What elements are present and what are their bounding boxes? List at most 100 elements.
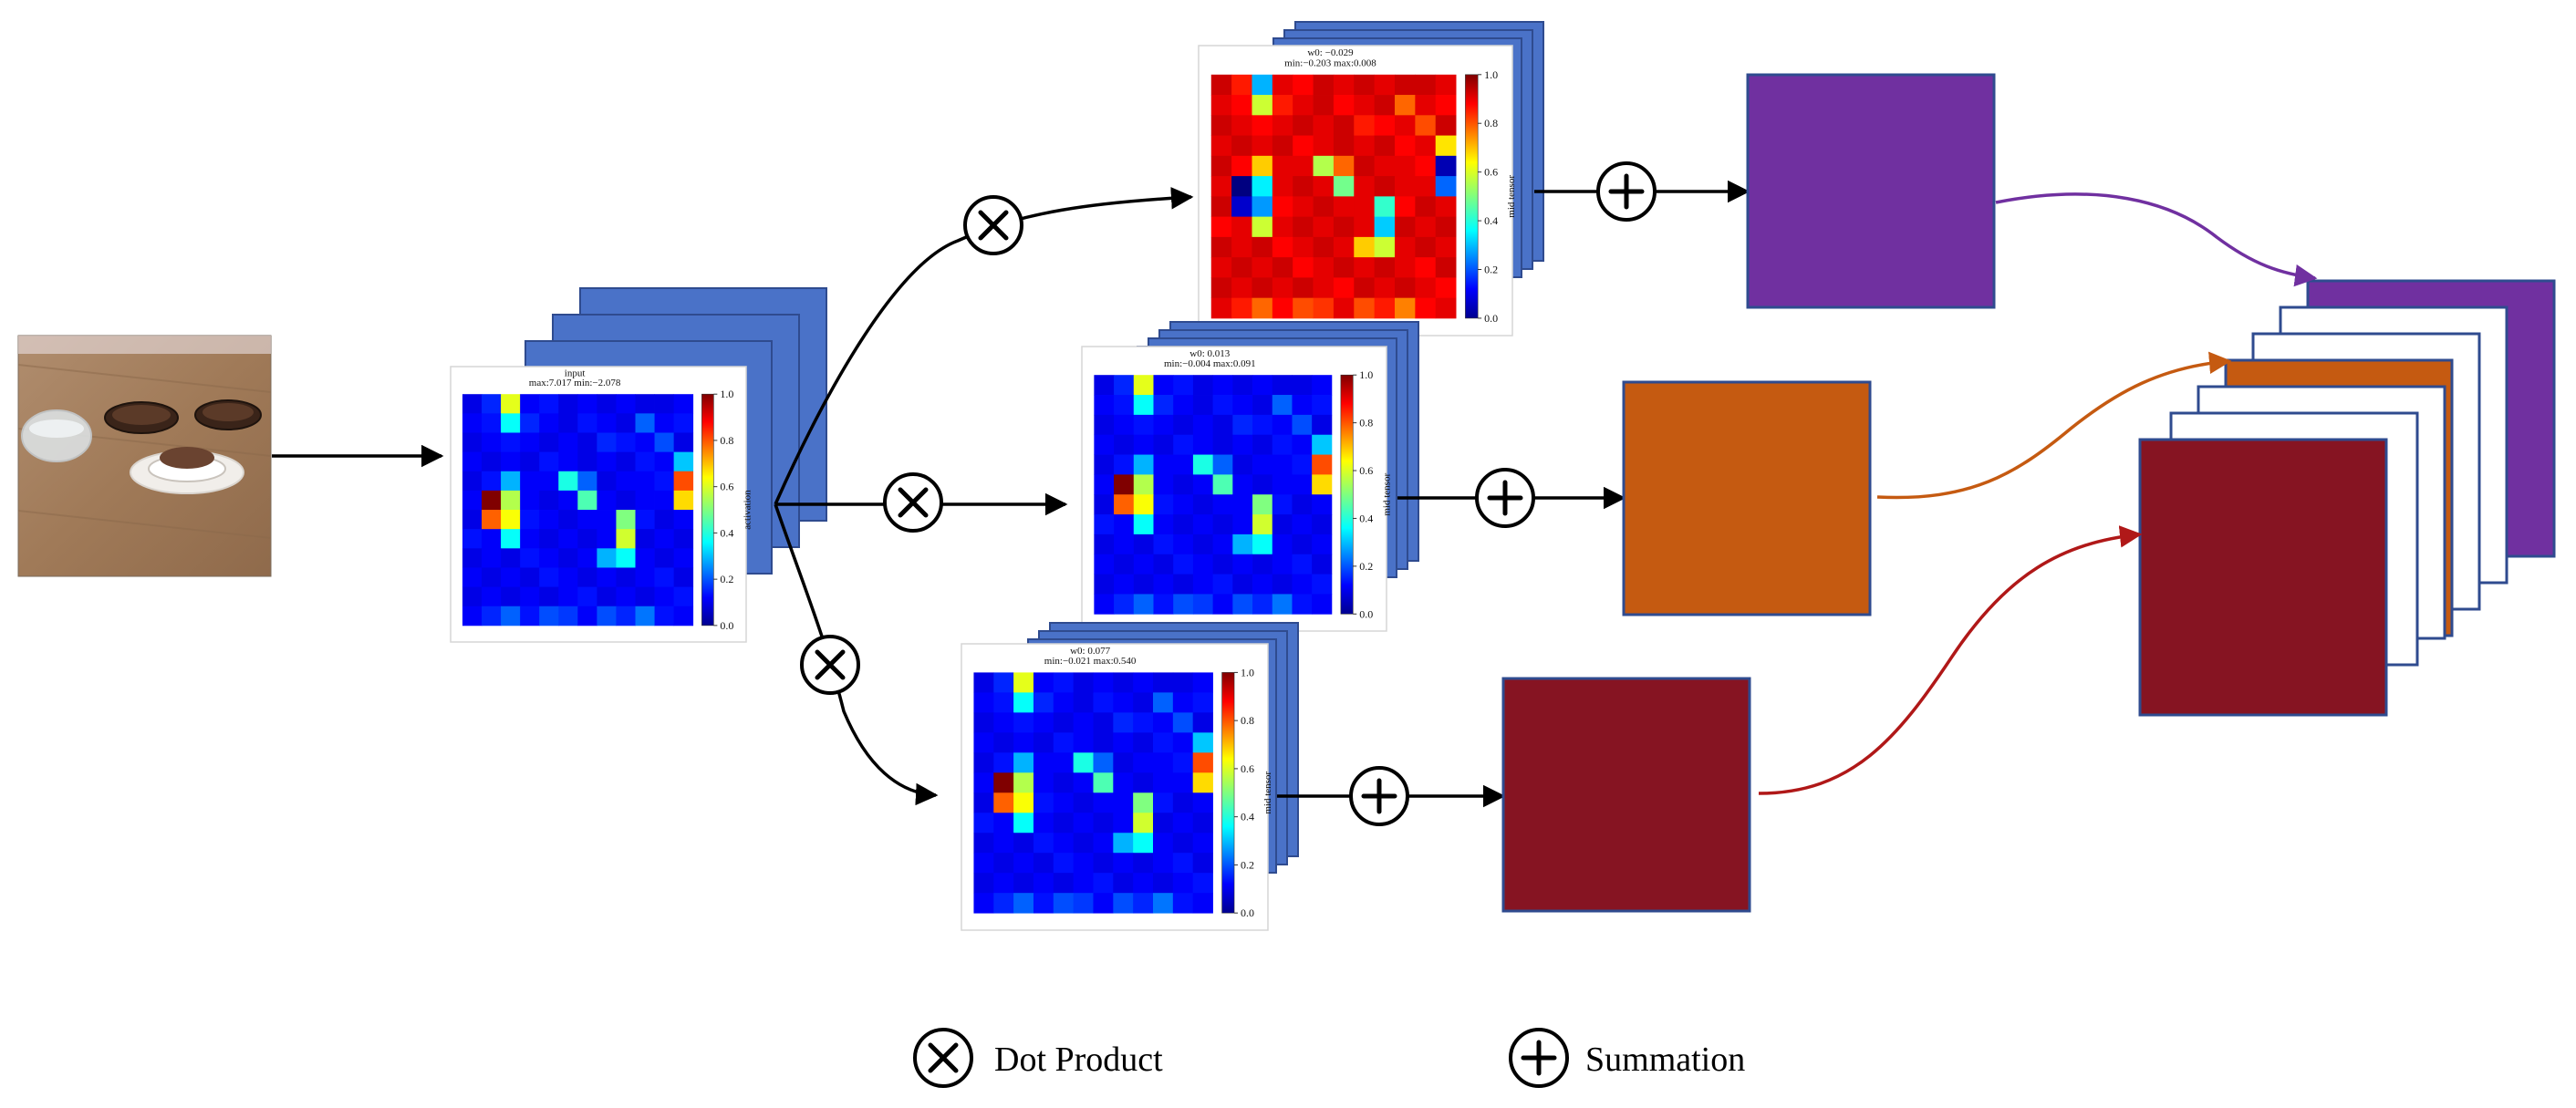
heatmap-cell bbox=[1354, 95, 1376, 116]
heatmap-cell bbox=[635, 586, 655, 607]
heatmap-cell bbox=[993, 712, 1014, 733]
heatmap-cell bbox=[616, 586, 636, 607]
heatmap-cell bbox=[1114, 574, 1135, 595]
heatmap-cell bbox=[1313, 216, 1335, 238]
heatmap-cell bbox=[1232, 594, 1253, 615]
colorbar-tick-label: 0.0 bbox=[720, 619, 733, 632]
heatmap-cell bbox=[1173, 554, 1194, 575]
heatmap-cell bbox=[1272, 257, 1293, 278]
heatmap-cell bbox=[1395, 176, 1416, 197]
heatmap-cell bbox=[1114, 554, 1135, 575]
heatmap-cell bbox=[1272, 574, 1293, 595]
colorbar-tick-label: 0.4 bbox=[1241, 811, 1254, 823]
heatmap-cell bbox=[973, 692, 994, 713]
heatmap-cell bbox=[1153, 454, 1174, 475]
heatmap-cell bbox=[577, 567, 597, 587]
heatmap-cell bbox=[1053, 752, 1075, 773]
heatmap-cell bbox=[1153, 772, 1174, 793]
heatmap-cell bbox=[1415, 216, 1437, 238]
heatmap-cell bbox=[1153, 792, 1174, 813]
heatmap-cell bbox=[1292, 375, 1313, 396]
heatmap-cell bbox=[1252, 554, 1273, 575]
heatmap-cell bbox=[654, 451, 675, 472]
colorbar-tick-label: 1.0 bbox=[1484, 68, 1498, 81]
heatmap-cell bbox=[1114, 594, 1135, 615]
heatmap-cell bbox=[1232, 454, 1253, 475]
heatmap-cell bbox=[1212, 554, 1233, 575]
heatmap-cell bbox=[1153, 752, 1174, 773]
heatmap-cell bbox=[1374, 176, 1396, 197]
heatmap-cell bbox=[1312, 434, 1333, 455]
heatmap-cell bbox=[597, 394, 617, 414]
heatmap-cell bbox=[1354, 216, 1376, 238]
heatmap-cell bbox=[1312, 474, 1333, 495]
colorbar-tick-label: 0.0 bbox=[1241, 906, 1254, 919]
heatmap-cell bbox=[1192, 414, 1214, 436]
heatmap-cell bbox=[1172, 873, 1194, 894]
heatmap-cell bbox=[1073, 833, 1094, 854]
heatmap-cell bbox=[1133, 454, 1154, 475]
heatmap-cell bbox=[1395, 74, 1416, 96]
heatmap-cell bbox=[1231, 216, 1252, 238]
heatmap-cell bbox=[597, 490, 617, 511]
heatmap-cell bbox=[1415, 236, 1437, 258]
heatmap-cell bbox=[654, 606, 675, 626]
heatmap-cell bbox=[597, 413, 617, 433]
heatmap-cell bbox=[654, 490, 675, 511]
heatmap-cell bbox=[1252, 277, 1273, 299]
heatmap-cell bbox=[1053, 893, 1075, 914]
heatmap-cell bbox=[1272, 454, 1293, 475]
heatmap-cell bbox=[654, 394, 675, 414]
heatmap-cell bbox=[1192, 594, 1214, 615]
heatmap-cell bbox=[973, 853, 994, 874]
heatmap-cell bbox=[539, 451, 559, 472]
heatmap-cell bbox=[1192, 772, 1213, 793]
heatmap-cell bbox=[1153, 514, 1174, 535]
heatmap-cell bbox=[1153, 395, 1174, 416]
heatmap-cell bbox=[1354, 297, 1376, 319]
heatmap-cell bbox=[1212, 454, 1233, 475]
heatmap-cell bbox=[1210, 257, 1232, 278]
heatmap-cell bbox=[1153, 594, 1174, 615]
heatmap-cell bbox=[1293, 216, 1314, 238]
heatmap-cell bbox=[1053, 672, 1075, 693]
heatmap-cell bbox=[1094, 375, 1115, 396]
result-square-purple bbox=[1746, 73, 1996, 309]
heatmap-cell bbox=[1013, 712, 1034, 733]
heatmap-cell bbox=[1272, 115, 1293, 136]
heatmap-cell bbox=[597, 471, 617, 492]
heatmap-cell bbox=[558, 471, 578, 492]
heatmap-cell bbox=[1073, 692, 1094, 713]
heatmap-cell bbox=[597, 529, 617, 549]
heatmap-cell bbox=[1395, 257, 1416, 278]
heatmap-cell bbox=[993, 813, 1014, 834]
heatmap-cell bbox=[973, 833, 994, 854]
colorbar-tick-label: 0.2 bbox=[1359, 560, 1373, 573]
heatmap-cell bbox=[1192, 514, 1214, 535]
heatmap-cell bbox=[1212, 514, 1233, 535]
heatmap-cell bbox=[1113, 873, 1134, 894]
heatmap-cell bbox=[1333, 74, 1355, 96]
heatmap-cell bbox=[1415, 74, 1437, 96]
heatmap-cell bbox=[1210, 95, 1232, 116]
heatmap-cell bbox=[1093, 893, 1114, 914]
heatmap-cell bbox=[1374, 297, 1396, 319]
heatmap-cell bbox=[616, 510, 636, 530]
heatmap-cell bbox=[1232, 434, 1253, 455]
heatmap-cell bbox=[1133, 873, 1154, 894]
arrow-orange-to-output bbox=[1876, 351, 2232, 500]
heatmap-cell bbox=[1415, 257, 1437, 278]
heatmap-cell bbox=[1073, 712, 1094, 733]
heatmap-cell bbox=[993, 752, 1014, 773]
heatmap-cell bbox=[462, 413, 483, 433]
heatmap-cell bbox=[1232, 554, 1253, 575]
heatmap-cell bbox=[1172, 732, 1194, 753]
heatmap-cell bbox=[635, 510, 655, 530]
heatmap-cell bbox=[482, 586, 502, 607]
multiply-circle-icon bbox=[913, 1028, 973, 1088]
colorbar-label: mid tensor bbox=[1381, 473, 1392, 516]
heatmap-cell bbox=[1312, 375, 1333, 396]
heatmap-cell bbox=[1192, 395, 1214, 416]
heatmap-cell bbox=[654, 586, 675, 607]
heatmap-cell bbox=[1133, 772, 1154, 793]
